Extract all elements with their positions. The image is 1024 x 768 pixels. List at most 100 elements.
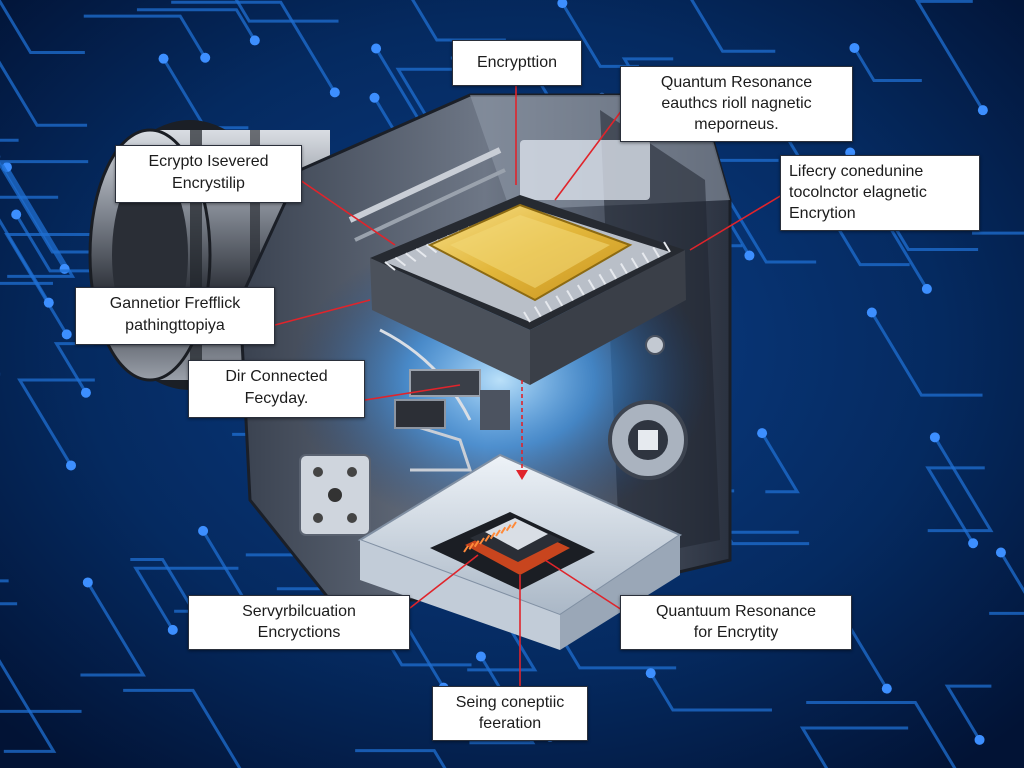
callout-leader-lines (274, 86, 783, 688)
chip-pin (511, 521, 517, 529)
chip-pin (425, 243, 438, 254)
circuit-trace (927, 436, 994, 533)
circuit-trace (915, 0, 985, 111)
circuit-trace (944, 684, 992, 741)
circuit-trace (853, 47, 922, 83)
circuit-trace (0, 195, 59, 304)
arrow-head (516, 470, 528, 480)
chip-pin (630, 257, 639, 269)
callout-line: pathingttopiya (125, 317, 225, 334)
circuit-trace (0, 281, 53, 285)
circuit-node (371, 43, 382, 54)
callout-line: Gannetior Frefflick (109, 295, 241, 312)
circuit-trace (0, 659, 57, 753)
callout-line: Encrypttion (476, 54, 558, 71)
circuit-trace (989, 551, 1024, 615)
circuit-node (557, 0, 568, 9)
circuit-node (158, 53, 169, 64)
chip-pin (394, 256, 407, 267)
callout-gannetior: Gannetior Frefflick pathingttopiya (75, 287, 275, 345)
callout-line: tocolnctor elagnetic (789, 184, 927, 201)
chip-pin (523, 311, 531, 323)
circuit-trace (469, 655, 536, 745)
chip-pin (576, 284, 585, 296)
callout-line: eauthcs rioll nagnetic (661, 95, 812, 112)
chip-pin (405, 252, 417, 263)
circuit-trace (355, 749, 447, 768)
chip-pin (544, 300, 553, 312)
circuit-trace (0, 60, 88, 127)
circuit-trace (806, 701, 957, 768)
circuit-trace (5, 166, 76, 278)
chip-pin (566, 289, 574, 301)
circuit-trace (83, 14, 207, 59)
circuit-node (11, 209, 22, 220)
circuit-trace (972, 231, 1024, 235)
circuit-trace (136, 8, 257, 42)
circuit-node (66, 460, 77, 471)
callout-line: Encryctions (257, 624, 341, 641)
callout-line: Fecyday. (244, 390, 309, 407)
circuit-node (329, 87, 340, 98)
chip-pin (463, 545, 469, 553)
chip-pin (473, 540, 480, 548)
circuit-node (645, 668, 656, 679)
callout-line: meporneus. (694, 116, 779, 133)
circuit-trace (130, 557, 196, 613)
circuit-node (977, 105, 988, 116)
chip-pin (500, 526, 507, 534)
chip-pin (484, 534, 491, 542)
chip-pin (495, 529, 501, 537)
callout-line: Ecrypto Isevered (148, 153, 269, 170)
callout-servyrbilcuation: Servyrbilcuation Encryctions (188, 595, 410, 650)
circuit-node (249, 35, 260, 46)
circuit-trace (234, 0, 339, 23)
circuit-trace (870, 311, 983, 397)
circuit-node (866, 307, 877, 318)
circuit-trace (690, 0, 776, 53)
callout-line: for Encrytity (693, 624, 779, 641)
circuit-trace (14, 213, 92, 273)
circuit-node (43, 297, 54, 308)
circuit-trace (17, 378, 95, 467)
circuit-node (59, 263, 70, 274)
chip-pin (620, 263, 628, 275)
chip-pin (415, 248, 427, 258)
callout-lifecry: Lifecry conedunine tocolnctor elagnetic … (780, 155, 980, 231)
circuit-trace (80, 581, 146, 677)
circuit-node (974, 734, 985, 745)
circuit-node (968, 538, 979, 549)
callout-quantum-resonance-bottom: Quantuum Resonance for Encrytity (620, 595, 852, 650)
circuit-node (995, 547, 1006, 558)
chip-pin (587, 279, 596, 291)
chip-pin (489, 532, 496, 540)
callout-seing-coneptiic: Seing coneptiic feeration (432, 686, 588, 741)
chip-pin (652, 246, 661, 258)
callout-line: Encrytion (789, 205, 856, 222)
chip-pin (384, 261, 396, 271)
callout-line: Dir Connected (225, 368, 328, 385)
circuit-trace (123, 688, 242, 768)
chip-pin (641, 252, 650, 264)
circuit-node (198, 525, 209, 536)
circuit-node (757, 428, 768, 439)
callout-line: Lifecry conedunine (789, 163, 924, 180)
callout-ecrypto-isevered: Ecrypto Isevered Encrystilip (115, 145, 302, 203)
chip-pin (468, 542, 475, 550)
callout-line: Quantum Resonance (660, 74, 813, 91)
chip-pin (598, 273, 607, 285)
circuit-trace (0, 0, 85, 55)
callout-line: Seing coneptiic (455, 694, 565, 711)
callout-encryption-top: Encrypttion (452, 40, 582, 86)
circuit-node (881, 683, 892, 694)
callout-line: Quantuum Resonance (655, 603, 817, 620)
callout-line: feeration (478, 715, 542, 732)
chip-pin (479, 537, 485, 545)
circuit-trace (925, 466, 985, 545)
circuit-node (80, 387, 91, 398)
callout-dir-connected: Dir Connected Fecyday. (188, 360, 365, 418)
main-processor-chip (370, 195, 686, 385)
circuit-trace (760, 432, 800, 494)
